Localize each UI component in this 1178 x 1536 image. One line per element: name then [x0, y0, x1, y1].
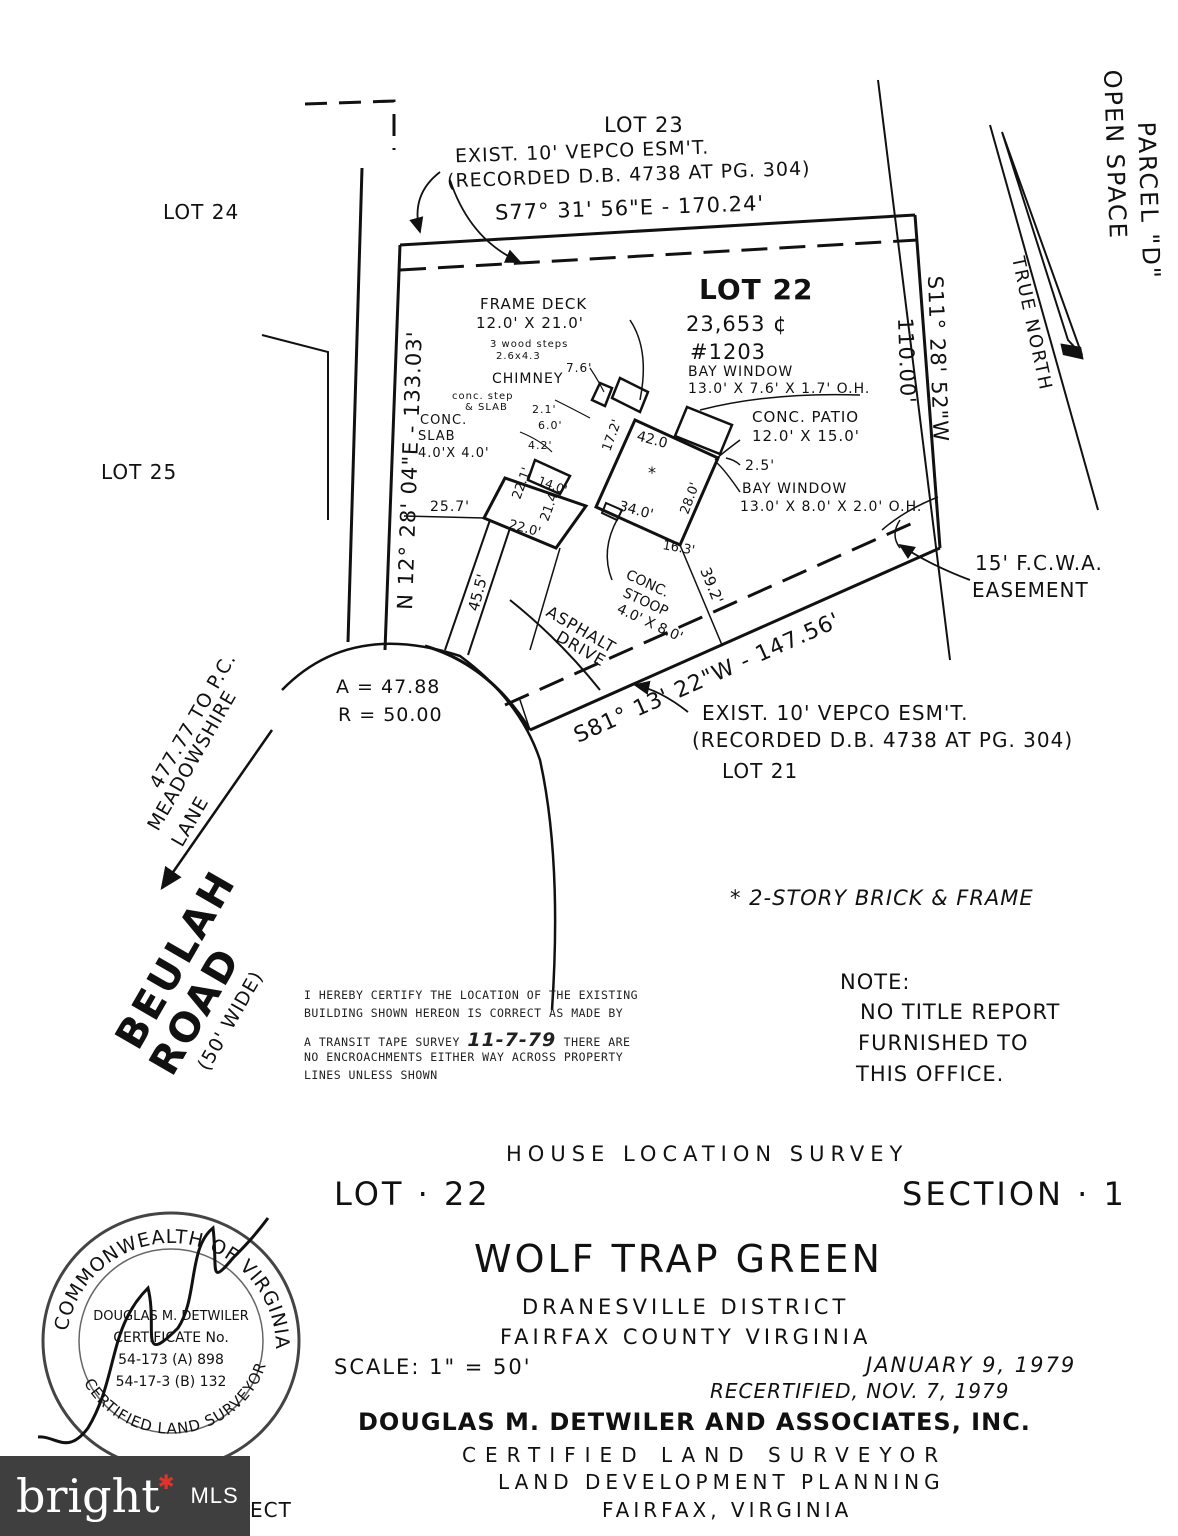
survey-type: HOUSE LOCATION SURVEY [506, 1142, 909, 1166]
dim-76: 7.6' [566, 361, 593, 375]
slab-label: & SLAB [465, 402, 508, 413]
east-bearing-label: S11° 28' 52"W [923, 275, 953, 442]
open-space-label: OPEN SPACE [1098, 69, 1132, 240]
lot24-label: LOT 24 [163, 200, 240, 224]
footer-partial-text: ECT [250, 1498, 292, 1522]
lot21-label: LOT 21 [722, 759, 799, 783]
frame-deck-label: FRAME DECK [480, 295, 588, 313]
logo-mls: MLS [190, 1483, 239, 1508]
seal-cert: CERTIFICATE No. [113, 1330, 229, 1346]
recertified-date: RECERTIFIED, NOV. 7, 1979 [710, 1379, 1010, 1403]
surveyor-seal: COMMONWEALTH OF VIRGINIA CERTIFIED LAND … [38, 1211, 301, 1471]
dim-25: 2.5' [745, 458, 776, 474]
dim-257: 25.7' [430, 499, 471, 515]
cert-line-3: A TRANSIT TAPE SURVEY 11-7-79 THERE ARE [304, 1029, 631, 1051]
conc-patio-size: 12.0' X 15.0' [752, 427, 860, 445]
note-line-3: THIS OFFICE. [856, 1062, 1005, 1086]
west-property-line [346, 167, 364, 643]
arc-radius-label: R = 50.00 [338, 704, 443, 726]
seal-number-2: 54-17-3 (B) 132 [116, 1374, 227, 1390]
bright-mls-logo: bright✱ MLS [0, 1456, 250, 1536]
dim-42: 4.2' [528, 439, 553, 452]
county-name: FAIRFAX COUNTY VIRGINIA [500, 1325, 872, 1349]
dim-455: 45.5' [464, 572, 491, 613]
wood-steps-size: 2.6x4.3 [496, 351, 541, 362]
cert-line-1: I HEREBY CERTIFY THE LOCATION OF THE EXI… [304, 988, 639, 1002]
east-property-line [913, 214, 942, 549]
arc-length-label: A = 47.88 [336, 676, 441, 698]
legend-two-story: * 2-STORY BRICK & FRAME [730, 886, 1034, 910]
east-outer-line [877, 79, 951, 661]
north-easement-line [399, 238, 919, 272]
lot25-label: LOT 25 [101, 460, 178, 484]
arc-frontage [424, 644, 532, 731]
title-section: SECTION · 1 [902, 1175, 1127, 1213]
bottom-easement-line2: (RECORDED D.B. 4738 AT PG. 304) [692, 728, 1074, 752]
wood-steps-label: 3 wood steps [490, 339, 569, 350]
parcel-label: PARCEL "D" [1132, 121, 1166, 280]
logo-dot-icon: ✱ [157, 1470, 175, 1494]
lot23-label: LOT 23 [604, 113, 684, 137]
conc-slab-label-1: CONC. [420, 413, 468, 428]
dim-392: 39.2' [696, 565, 727, 607]
firm-role: CERTIFIED LAND SURVEYOR [462, 1443, 948, 1467]
firm-services: LAND DEVELOPMENT PLANNING [498, 1470, 945, 1494]
lot22-label: LOT 22 [699, 273, 814, 306]
west-inner-line [383, 244, 402, 651]
cul-de-sac-arc [281, 642, 557, 1011]
dim-163: 16.3' [661, 538, 696, 558]
west-bearing-label: N 12° 28' 04"E - 133.03' [393, 330, 427, 610]
frame-deck-size: 12.0' X 21.0' [476, 314, 584, 332]
bay-window-1-label: BAY WINDOW [688, 364, 794, 380]
fcwa-easement-line1: 15' F.C.W.A. [975, 551, 1103, 575]
dim-221: 22.1' [510, 466, 535, 502]
dim-6: 6.0' [538, 419, 563, 432]
house-number: #1203 [690, 340, 767, 364]
survey-date: JANUARY 9, 1979 [866, 1353, 1077, 1377]
house-marker: * [648, 463, 656, 482]
conc-slab-label-2: SLAB [418, 429, 456, 444]
note-line-2: FURNISHED TO [858, 1031, 1029, 1055]
dim-21: 2.1' [532, 403, 557, 416]
seal-name: DOUGLAS M. DETWILER [93, 1309, 248, 1324]
cert-line-4: NO ENCROACHMENTS EITHER WAY ACROSS PROPE… [304, 1050, 624, 1064]
surveyor-signature [38, 1217, 270, 1445]
true-north-label: TRUE NORTH [1007, 254, 1056, 393]
driveway-edge [509, 599, 601, 691]
firm-name: DOUGLAS M. DETWILER AND ASSOCIATES, INC. [358, 1408, 1031, 1436]
logo-brand: bright [16, 1469, 160, 1523]
cert-line-5: LINES UNLESS SHOWN [304, 1068, 438, 1082]
conc-step-label: conc. step [452, 391, 514, 402]
lot24-dashed-line [304, 99, 396, 150]
house-footprint [444, 376, 734, 656]
scale-label: SCALE: 1" = 50' [334, 1355, 532, 1379]
seal-number-1: 54-173 (A) 898 [118, 1352, 224, 1368]
bay-window-1-size: 13.0' X 7.6' X 1.7' O.H. [688, 381, 871, 397]
cert-line-2: BUILDING SHOWN HEREON IS CORRECT AS MADE… [304, 1006, 624, 1020]
dim-420: 42.0 [635, 428, 669, 452]
title-lot: LOT · 22 [334, 1175, 491, 1213]
lot22-area: 23,653 ¢ [686, 312, 788, 336]
chimney-label: CHIMNEY [492, 371, 564, 387]
cert-survey-date: 11-7-79 [467, 1029, 557, 1051]
dim-220: 22.0' [507, 517, 542, 540]
note-heading: NOTE: [840, 970, 911, 994]
south-property-line [529, 546, 941, 732]
bay-window-2-label: BAY WINDOW [742, 481, 848, 497]
subdivision-name: WOLF TRAP GREEN [474, 1237, 883, 1281]
bottom-easement-line1: EXIST. 10' VEPCO ESM'T. [702, 701, 969, 725]
conc-slab-size: 4.0'X 4.0' [418, 446, 490, 461]
district-name: DRANESVILLE DISTRICT [522, 1295, 850, 1319]
road-direction-arrow [160, 729, 274, 891]
bay-window-2-size: 13.0' X 8.0' X 2.0' O.H. [740, 499, 923, 515]
fcwa-easement-line2: EASEMENT [972, 578, 1089, 602]
lot24-lot25-line [261, 334, 329, 520]
note-line-1: NO TITLE REPORT [860, 1000, 1061, 1024]
north-arrow-line [989, 124, 1099, 511]
east-distance-label: 110.00' [893, 317, 920, 404]
firm-city: FAIRFAX, VIRGINIA [602, 1498, 853, 1522]
conc-patio-label: CONC. PATIO [752, 408, 860, 426]
